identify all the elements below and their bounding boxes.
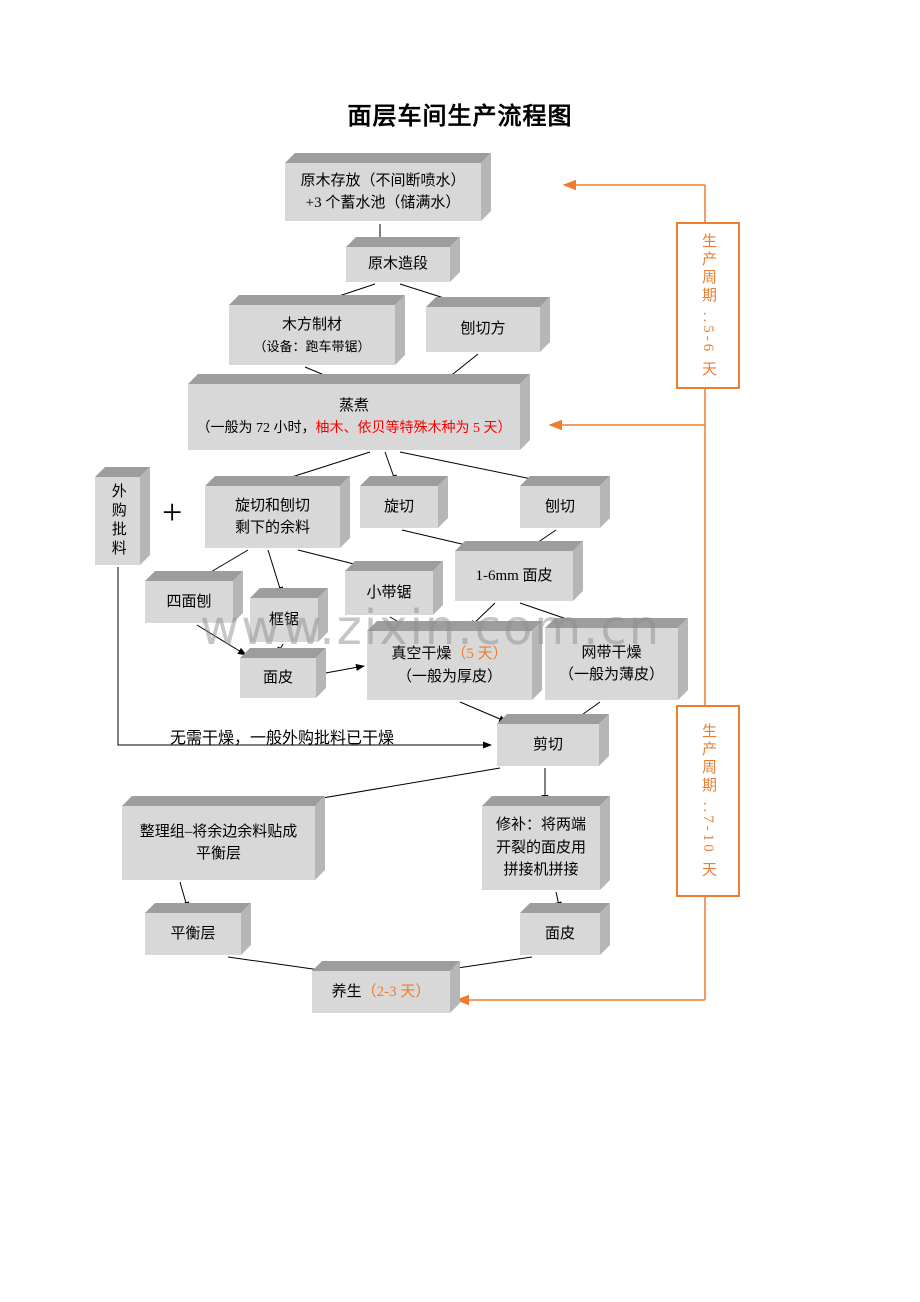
node-curing: 养生（2-3 天） [312, 971, 450, 1013]
node-four-side-planer: 四面刨 [145, 581, 233, 623]
node-frame-saw: 框锯 [250, 598, 318, 642]
node-veneer-b: 面皮 [520, 913, 600, 955]
node-log-cutting: 原木造段 [346, 247, 450, 282]
node-mesh-belt-drying-line1: 网带干燥 [581, 644, 642, 661]
node-mesh-belt-drying-line2: （一般为薄皮） [558, 667, 664, 683]
node-leftover-line1: 旋切和刨切 [234, 497, 310, 514]
node-sorting-group: 整理组–将余边余料贴成 平衡层 [122, 806, 315, 880]
node-shearing-label: 剪切 [532, 736, 563, 753]
node-repair-line1: 修补：将两端 [495, 817, 586, 834]
node-purchased-material-label: 外购批料 [109, 483, 126, 559]
node-rotary-cut-label: 旋切 [383, 498, 414, 515]
node-vacuum-drying-line1-black: 真空干燥 [391, 646, 452, 662]
node-lumber: 木方制材 （设备：跑车带锯） [229, 305, 395, 365]
node-veneer-a: 面皮 [240, 658, 316, 698]
node-veneer-1-6mm: 1-6mm 面皮 [455, 551, 573, 601]
node-repair-line3: 拼接机拼接 [503, 862, 579, 879]
node-log-storage: 原木存放（不间断喷水） +3 个蓄水池（储满水） [285, 163, 481, 221]
node-mesh-belt-drying: 网带干燥 （一般为薄皮） [545, 628, 678, 700]
plus-sign: + [162, 492, 183, 532]
node-repair: 修补：将两端 开裂的面皮用 拼接机拼接 [482, 806, 600, 890]
node-rotary-cut: 旋切 [360, 486, 438, 528]
node-lumber-line2: （设备：跑车带锯） [253, 338, 371, 354]
cycle-box-5-6-days: 生产周期 ..5-6 天 [676, 222, 740, 389]
no-drying-note: 无需干燥，一般外购批料已干燥 [170, 730, 395, 747]
node-vacuum-drying: 真空干燥（5 天） （一般为厚皮） [367, 631, 532, 700]
cycle-box-7-10-days: 生产周期 ..7-10 天 [676, 705, 740, 897]
node-steaming: 蒸煮 （一般为 72 小时，柚木、依贝等特殊木种为 5 天） [188, 384, 520, 450]
node-veneer-1-6mm-label: 1-6mm 面皮 [475, 567, 553, 584]
cycle-box-7-10-days-label: 生产周期 ..7-10 天 [700, 722, 716, 880]
node-four-side-planer-label: 四面刨 [166, 593, 212, 610]
node-vacuum-drying-line1: 真空干燥（5 天） [391, 643, 507, 666]
node-steaming-line2-red: 柚木、依贝等特殊木种为 5 天） [315, 420, 512, 436]
node-slice-cut-label: 刨切 [544, 498, 575, 515]
node-curing-black: 养生 [331, 983, 362, 1000]
node-leftover-material: 旋切和刨切 剩下的余料 [205, 486, 340, 548]
node-frame-saw-label: 框锯 [268, 611, 299, 628]
node-repair-line2: 开裂的面皮用 [495, 839, 586, 856]
node-steaming-line1: 蒸煮 [338, 398, 369, 415]
node-small-band-saw: 小带锯 [345, 571, 433, 615]
cycle-box-5-6-days-label: 生产周期 ..5-6 天 [700, 232, 716, 379]
node-slicing-block-label: 刨切方 [460, 321, 506, 338]
node-vacuum-drying-line1-orange: （5 天） [451, 646, 508, 662]
page-title: 面层车间生产流程图 [347, 104, 573, 130]
node-purchased-material: 外购批料 [95, 477, 140, 565]
node-slice-cut: 刨切 [520, 486, 600, 528]
node-balance-layer: 平衡层 [145, 913, 241, 955]
node-veneer-b-label: 面皮 [544, 925, 575, 942]
node-steaming-line2-black: （一般为 72 小时， [196, 420, 316, 436]
node-veneer-a-label: 面皮 [262, 669, 293, 686]
node-shearing: 剪切 [497, 724, 599, 766]
node-slicing-block: 刨切方 [426, 307, 540, 352]
node-log-cutting-label: 原木造段 [367, 256, 428, 273]
node-small-band-saw-label: 小带锯 [366, 584, 412, 601]
node-lumber-line1: 木方制材 [281, 317, 342, 333]
node-log-storage-line1: 原木存放（不间断喷水） [300, 172, 466, 189]
node-steaming-line2: （一般为 72 小时，柚木、依贝等特殊木种为 5 天） [197, 418, 512, 439]
node-sorting-group-line2: 平衡层 [195, 846, 241, 862]
node-curing-line: 养生（2-3 天） [332, 981, 431, 1004]
node-vacuum-drying-line2: （一般为厚皮） [396, 668, 502, 685]
node-log-storage-line2: +3 个蓄水池（储满水） [305, 195, 461, 211]
node-balance-layer-label: 平衡层 [170, 925, 216, 942]
node-curing-orange: （2-3 天） [361, 983, 431, 1000]
node-sorting-group-line1: 整理组–将余边余料贴成 [139, 823, 298, 840]
node-leftover-line2: 剩下的余料 [234, 520, 310, 536]
